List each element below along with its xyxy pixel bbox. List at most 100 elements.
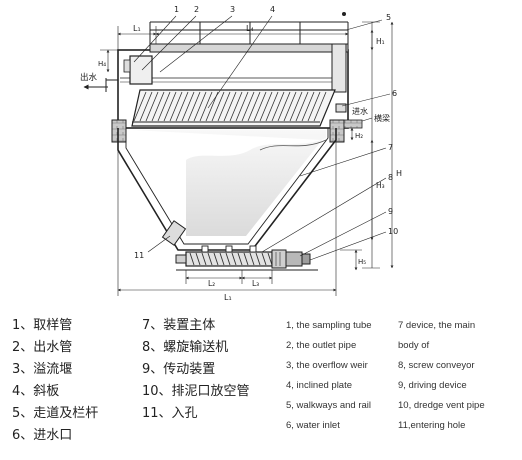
legend-en-item-11: 11,entering hole [398, 420, 466, 431]
screw-conveyor [185, 245, 273, 267]
legend-cn-item-2: 2、出水管 [12, 340, 73, 355]
inclined-plate-line [295, 91, 309, 122]
inclined-plate-line [313, 91, 327, 122]
inclined-plate-line [229, 91, 243, 122]
screw-flight-line [267, 252, 273, 266]
inclined-plate-line [181, 91, 195, 122]
dim-H4: H₄ [98, 60, 106, 68]
outlet-water-label: 出水 [80, 72, 98, 83]
callout-5: 5 [386, 13, 391, 22]
screw-flight-line [219, 252, 225, 266]
legend-en-item-10: 10, dredge vent pipe [398, 400, 485, 411]
legend-cn-item-1: 1、取样管 [12, 318, 73, 333]
legend-en-item-7b: body of [398, 340, 430, 351]
inclined-plate-line [199, 91, 213, 122]
screw-flight-line [249, 252, 255, 266]
sedimentation-tank-diagram: 出水 进水 横梁 [80, 5, 402, 302]
inclined-plate-line [169, 91, 183, 122]
inclined-plate-line [301, 91, 315, 122]
water-inlet [335, 103, 347, 113]
callout-11: 11 [134, 251, 144, 260]
inclined-plate-line [277, 91, 291, 122]
inclined-plate-line [223, 91, 237, 122]
screw-flight-line [237, 252, 243, 266]
inclined-plate-line [283, 91, 297, 122]
legend-en-item-9: 9, driving device [398, 380, 467, 391]
callout-3: 3 [230, 5, 235, 14]
inclined-plate-line [259, 91, 273, 122]
dim-L2: L₂ [208, 279, 215, 288]
hopper-inner [125, 128, 329, 245]
inclined-plate-line [187, 91, 201, 122]
sampling-tube [123, 59, 131, 73]
legend-cn-item-5: 5、走道及栏杆 [12, 406, 99, 421]
outlet-pipe [105, 78, 118, 92]
walkway [149, 43, 349, 53]
dim-H1: H₁ [376, 37, 385, 46]
inclined-plate-line [211, 91, 225, 122]
dim-L4: L₄ [246, 24, 254, 33]
legend-cn-item-9: 9、传动装置 [142, 362, 216, 377]
legend-en-item-3: 3, the overflow weir [286, 360, 368, 371]
screw-flight-line [261, 252, 267, 266]
screw-flight-line [189, 252, 195, 266]
legend-en-item-8: 8, screw conveyor [398, 360, 475, 371]
inclined-plates [131, 89, 336, 127]
callout-6: 6 [392, 89, 397, 98]
top-marker-dot [342, 12, 346, 16]
inclined-plate-line [307, 91, 321, 122]
dimension-lines [100, 21, 394, 296]
legend-cn-item-3: 3、溢流堰 [12, 362, 73, 377]
inclined-plate-line [265, 91, 279, 122]
legend-en-item-7: 7 device, the main [398, 320, 476, 331]
inclined-plate-line [271, 91, 285, 122]
screw-flight-line [195, 252, 201, 266]
driving-device [271, 249, 311, 269]
sludge-surface [259, 139, 327, 151]
legend-en-item-2: 2, the outlet pipe [286, 340, 357, 351]
callout-4: 4 [270, 5, 275, 14]
callout-1: 1 [174, 5, 179, 14]
legend-cn-item-4: 4、斜板 [12, 384, 60, 399]
sludge-body [132, 130, 326, 236]
dim-H2: H₂ [355, 132, 363, 140]
legend-en-item-6: 6, water inlet [286, 420, 340, 431]
inclined-plate-line [217, 91, 231, 122]
screw-flight-line [207, 252, 213, 266]
legend-cn-item-7: 7、装置主体 [142, 318, 216, 333]
screw-flight-line [231, 252, 237, 266]
right-column [331, 43, 347, 93]
left-support-wall [111, 119, 127, 143]
screw-flight-line [225, 252, 231, 266]
inlet-water-label: 进水 [352, 106, 368, 116]
dim-L1-bottom: L₁ [224, 293, 232, 302]
crossbeam-label: 横梁 [374, 113, 390, 123]
callout-2: 2 [194, 5, 199, 14]
legend-en-item-4: 4, inclined plate [286, 380, 353, 391]
legend-cn-item-8: 8、螺旋输送机 [142, 340, 229, 355]
dim-H5: H₅ [358, 258, 366, 266]
legend-en-item-1: 1, the sampling tube [286, 320, 372, 331]
inclined-plate-line [157, 91, 171, 122]
inclined-plate-line [289, 91, 303, 122]
dim-L3: L₃ [252, 279, 259, 288]
screw-flight-line [243, 252, 249, 266]
legend-en-item-5: 5, walkways and rail [286, 400, 372, 411]
inclined-plate-line [133, 91, 147, 122]
screw-flight-line [213, 252, 219, 266]
dim-L1-top: L₁ [133, 24, 141, 33]
callout-8: 8 [388, 173, 393, 182]
inclined-plate-line [145, 91, 159, 122]
inclined-plate-line [247, 91, 261, 122]
inclined-plate-line [139, 91, 153, 122]
screw-flight-line [255, 252, 261, 266]
tank-body [111, 21, 349, 271]
legend-cn-item-6: 6、进水口 [12, 428, 73, 443]
callout-10: 10 [388, 227, 398, 236]
right-support-wall [329, 119, 345, 143]
callout-7: 7 [388, 143, 393, 152]
dim-H: H [396, 169, 402, 178]
inclined-plate-line [241, 91, 255, 122]
inclined-plate-line [235, 91, 249, 122]
inclined-plate-line [253, 91, 267, 122]
